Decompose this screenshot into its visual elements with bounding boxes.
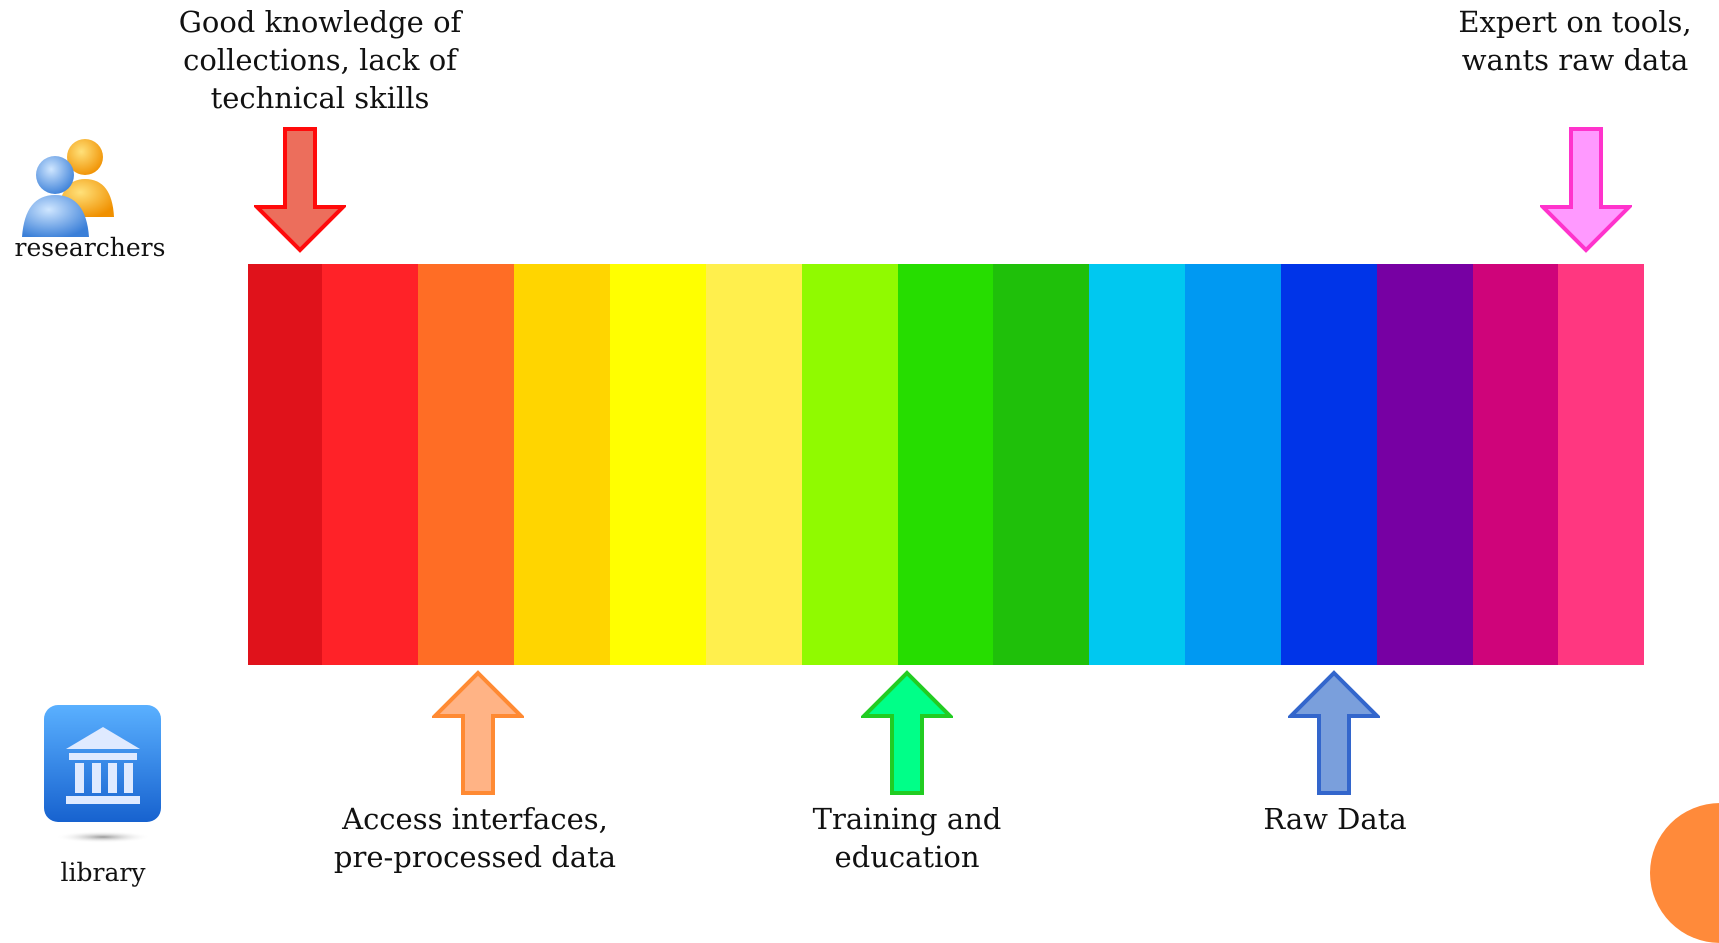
arrow-up-blue [1288,670,1380,795]
spectrum-stripe [1377,264,1473,665]
spectrum-stripe [514,264,610,665]
library-offer-training: Training and education [812,802,1002,874]
library-icon [44,705,161,843]
spectrum-stripe [1558,264,1644,665]
spectrum-stripe [610,264,706,665]
arrow-down-red [254,127,346,253]
arrow-up-green [861,670,953,795]
spectrum-bar [248,264,1644,665]
spectrum-stripe [322,264,418,665]
researchers-icon [22,139,114,237]
spectrum-stripe [248,264,322,665]
researchers-label: researchers [14,233,166,262]
researcher-need-expert: Expert on tools, wants raw data [1458,5,1692,77]
corner-decoration [1650,803,1719,943]
library-offer-access: Access interfaces, pre-processed data [333,802,617,874]
spectrum-stripe [898,264,993,665]
spectrum-stripe [1281,264,1377,665]
spectrum-stripe [1473,264,1558,665]
spectrum-stripe [993,264,1089,665]
spectrum-stripe [1089,264,1185,665]
spectrum-stripe [706,264,802,665]
spectrum-stripe [1185,264,1281,665]
spectrum-stripe [802,264,898,665]
arrow-down-pink [1540,127,1632,253]
researcher-need-low-skills: Good knowledge of collections, lack of t… [178,5,462,115]
library-label: library [60,858,146,887]
library-offer-raw-data: Raw Data [1263,802,1407,836]
spectrum-stripe [418,264,514,665]
arrow-up-orange [432,670,524,795]
